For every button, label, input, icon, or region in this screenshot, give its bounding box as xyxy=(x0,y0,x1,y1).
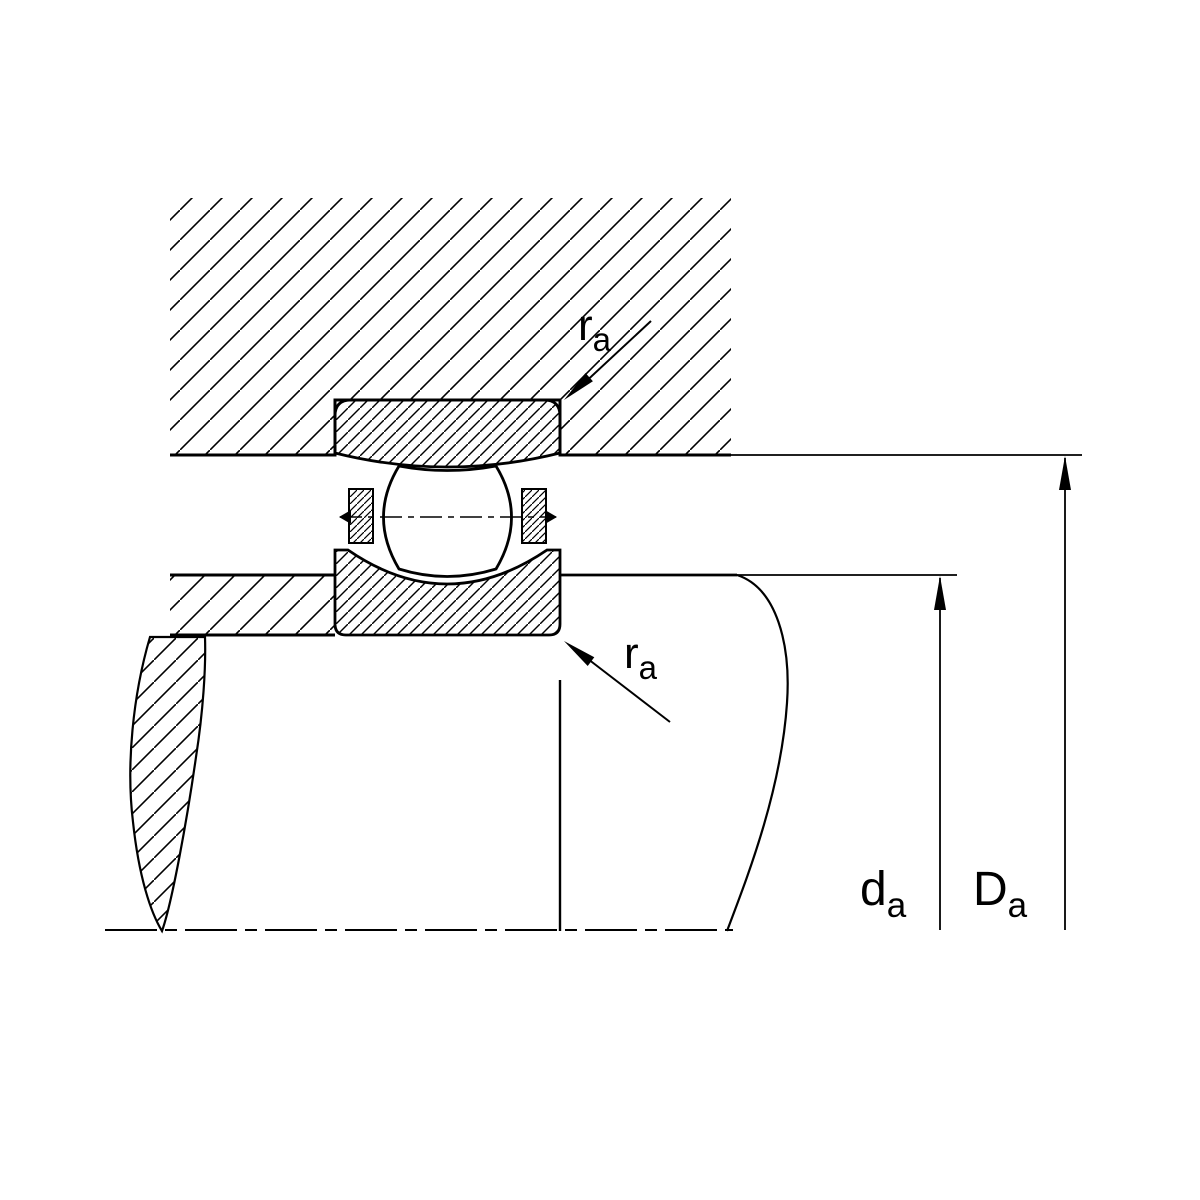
shaft-shoulder-hatch-area xyxy=(170,575,335,635)
Da-label: Da xyxy=(973,863,1028,925)
ra-top-label: ra xyxy=(578,301,612,358)
cage-bar-left xyxy=(348,488,374,544)
shaft-shoulder-section xyxy=(129,573,335,934)
inner-ring-section xyxy=(333,548,562,637)
da-label: da xyxy=(860,863,907,925)
callout-ra-bottom: ra xyxy=(564,629,671,723)
ra-bottom-arrow-icon xyxy=(564,641,595,666)
da-arrow-icon xyxy=(934,576,946,610)
ra-top-arrow-icon xyxy=(564,373,593,400)
Da-arrow-icon xyxy=(1059,456,1071,490)
bearing-cross-section xyxy=(333,398,562,637)
dimension-da: da xyxy=(737,574,957,930)
barrel-roller xyxy=(382,464,513,578)
outer-ring-section xyxy=(333,398,562,469)
shaft-contour xyxy=(558,573,789,932)
callout-ra-top: ra xyxy=(564,301,652,400)
leader-ra-top xyxy=(579,320,652,388)
shaft-contour-curve xyxy=(725,573,789,932)
dimension-Da: Da xyxy=(731,454,1082,930)
shaft-shoulder-outline xyxy=(170,573,335,637)
shaft-fillet-break-section xyxy=(129,635,207,934)
ra-bottom-label: ra xyxy=(624,629,658,686)
leader-ra-bottom xyxy=(587,658,671,723)
housing-hatch-area xyxy=(170,198,731,455)
cage-bar-right xyxy=(521,488,547,544)
